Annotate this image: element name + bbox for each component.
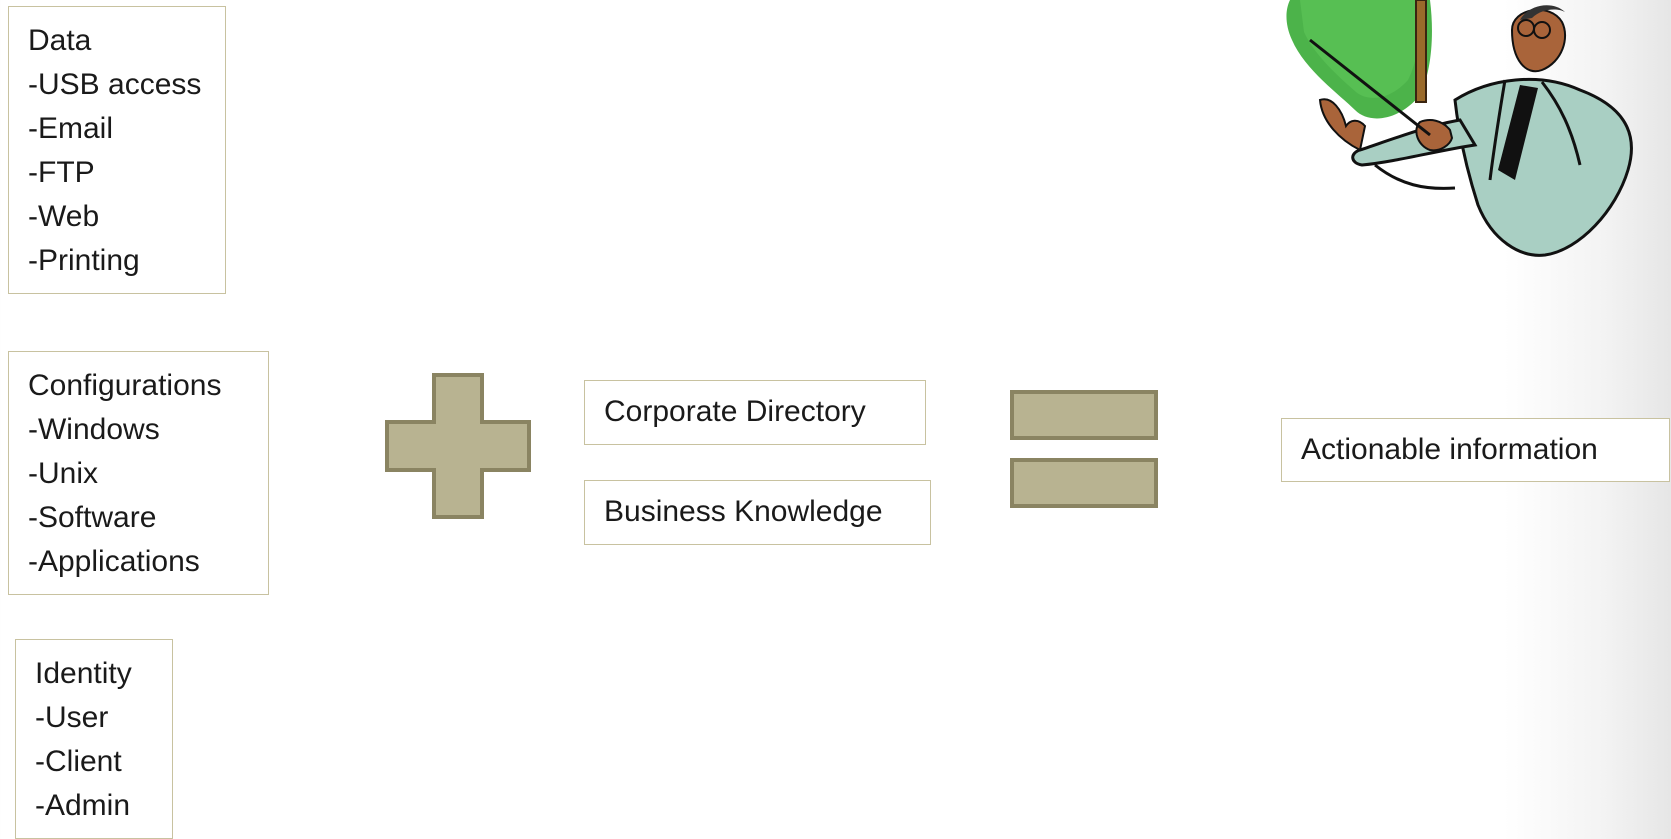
plus-icon — [385, 373, 531, 519]
business-knowledge-label: Business Knowledge — [604, 495, 883, 528]
identity-box-title: Identity — [35, 657, 132, 690]
identity-item-admin: -Admin — [35, 789, 131, 822]
data-box-title: Data — [28, 24, 92, 57]
configurations-box-title: Configurations — [28, 369, 222, 402]
configurations-box: Configurations -Windows -Unix -Software … — [8, 351, 269, 595]
config-item-applications: -Applications — [28, 545, 200, 578]
presenter-clipart-icon — [1286, 0, 1633, 257]
data-item-usb: -USB access — [28, 68, 202, 101]
corporate-directory-box: Corporate Directory — [584, 380, 926, 445]
config-item-windows: -Windows — [28, 413, 160, 446]
config-item-software: -Software — [28, 501, 157, 534]
config-item-unix: -Unix — [28, 457, 99, 490]
actionable-information-label: Actionable information — [1301, 433, 1598, 466]
data-item-web: -Web — [28, 200, 100, 233]
data-item-ftp: -FTP — [28, 156, 95, 189]
identity-item-client: -Client — [35, 745, 122, 778]
corporate-directory-label: Corporate Directory — [604, 395, 866, 428]
data-item-printing: -Printing — [28, 244, 140, 277]
identity-box: Identity -User -Client -Admin — [15, 639, 173, 839]
business-knowledge-box: Business Knowledge — [584, 480, 931, 545]
actionable-information-box: Actionable information — [1281, 418, 1670, 482]
identity-item-user: -User — [35, 701, 109, 734]
data-box: Data -USB access -Email -FTP -Web -Print… — [8, 6, 226, 294]
data-item-email: -Email — [28, 112, 114, 145]
equals-icon — [1010, 390, 1158, 508]
